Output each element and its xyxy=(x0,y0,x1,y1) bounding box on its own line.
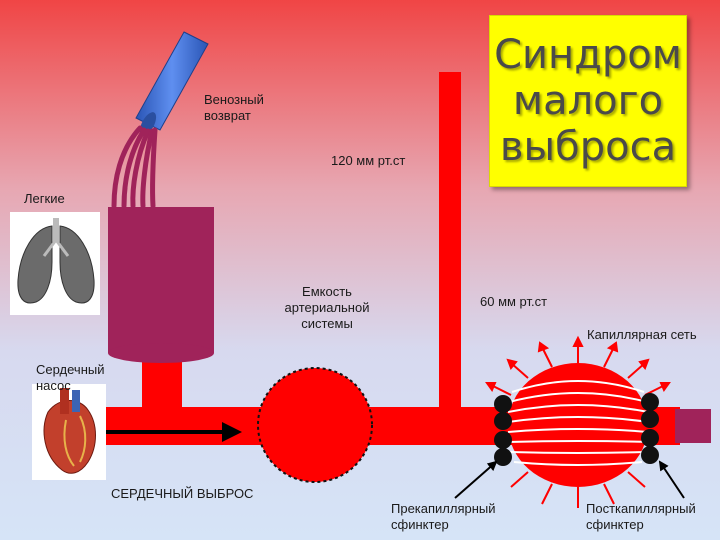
heart-to-arterial-vessel xyxy=(105,407,285,445)
capillary-leak-arrows xyxy=(485,335,671,508)
arterial-capacity-label: Емкость артериальной системы xyxy=(284,284,370,331)
venous-reservoir-bottom xyxy=(108,343,214,363)
cardiac-output-label: СЕРДЕЧНЫЙ ВЫБРОС xyxy=(111,486,254,501)
precapillary-pointer xyxy=(454,460,498,499)
precapillary-sphincter-label: Прекапиллярный сфинктер xyxy=(391,501,496,532)
postcapillary-pointer xyxy=(658,460,685,499)
heart-image xyxy=(32,384,106,480)
lungs-label: Легкие xyxy=(24,191,65,206)
arterial-capacity-circle xyxy=(257,367,373,483)
capillary-network xyxy=(507,363,649,487)
venous-outflow-purple xyxy=(675,409,711,443)
venous-reservoir xyxy=(108,207,214,353)
venous-return-label: Венозный возврат xyxy=(204,92,264,123)
precapillary-sphincter xyxy=(494,395,512,466)
pressure-column xyxy=(439,72,461,417)
lungs-image xyxy=(10,212,100,315)
pressure-120-label: 120 мм рт.ст xyxy=(331,153,406,168)
heart-pump-label: Сердечный насос xyxy=(36,362,105,393)
title-box: Синдром малого выброса xyxy=(489,15,687,187)
postcapillary-sphincter xyxy=(641,393,659,464)
postcapillary-sphincter-label: Посткапиллярный сфинктер xyxy=(586,501,696,532)
slide-title: Синдром малого выброса xyxy=(494,32,682,170)
pressure-60-label: 60 мм рт.ст xyxy=(480,294,548,309)
venous-streams xyxy=(111,125,158,209)
capillary-network-label: Капиллярная сеть xyxy=(587,327,697,342)
